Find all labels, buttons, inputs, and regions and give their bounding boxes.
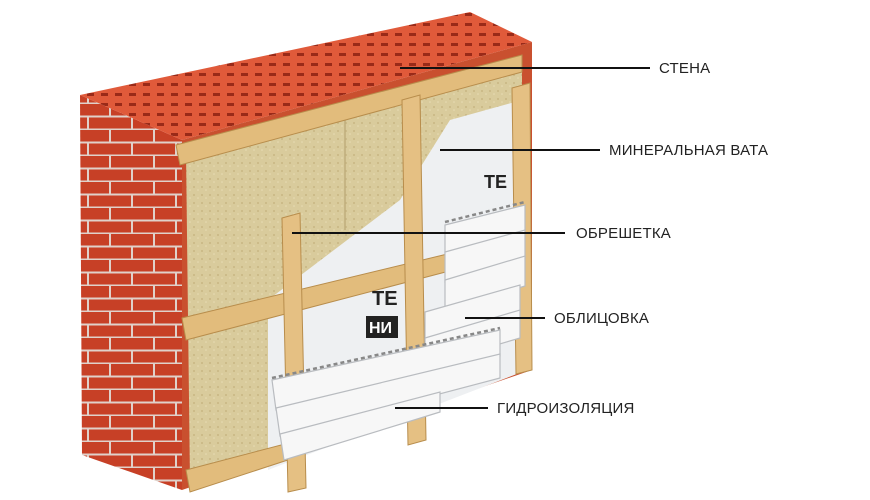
- label-wall: СТЕНА: [659, 60, 711, 77]
- membrane-print-ni: НИ: [369, 320, 392, 337]
- batten-top: [175, 54, 523, 166]
- label-battens: ОБРЕШЕТКА: [576, 225, 671, 242]
- brick-top-face: [80, 12, 532, 140]
- brick-side-face: [80, 95, 182, 490]
- label-cladding: ОБЛИЦОВКА: [554, 310, 650, 327]
- membrane-print-badge: [366, 316, 398, 338]
- label-mineral-wool: МИНЕРАЛЬНАЯ ВАТА: [609, 142, 769, 159]
- label-waterproofing: ГИДРОИЗОЛЯЦИЯ: [497, 400, 635, 417]
- membrane-print-te-lower: ТЕ: [372, 288, 398, 310]
- membrane-print-te: ТЕ: [484, 172, 507, 192]
